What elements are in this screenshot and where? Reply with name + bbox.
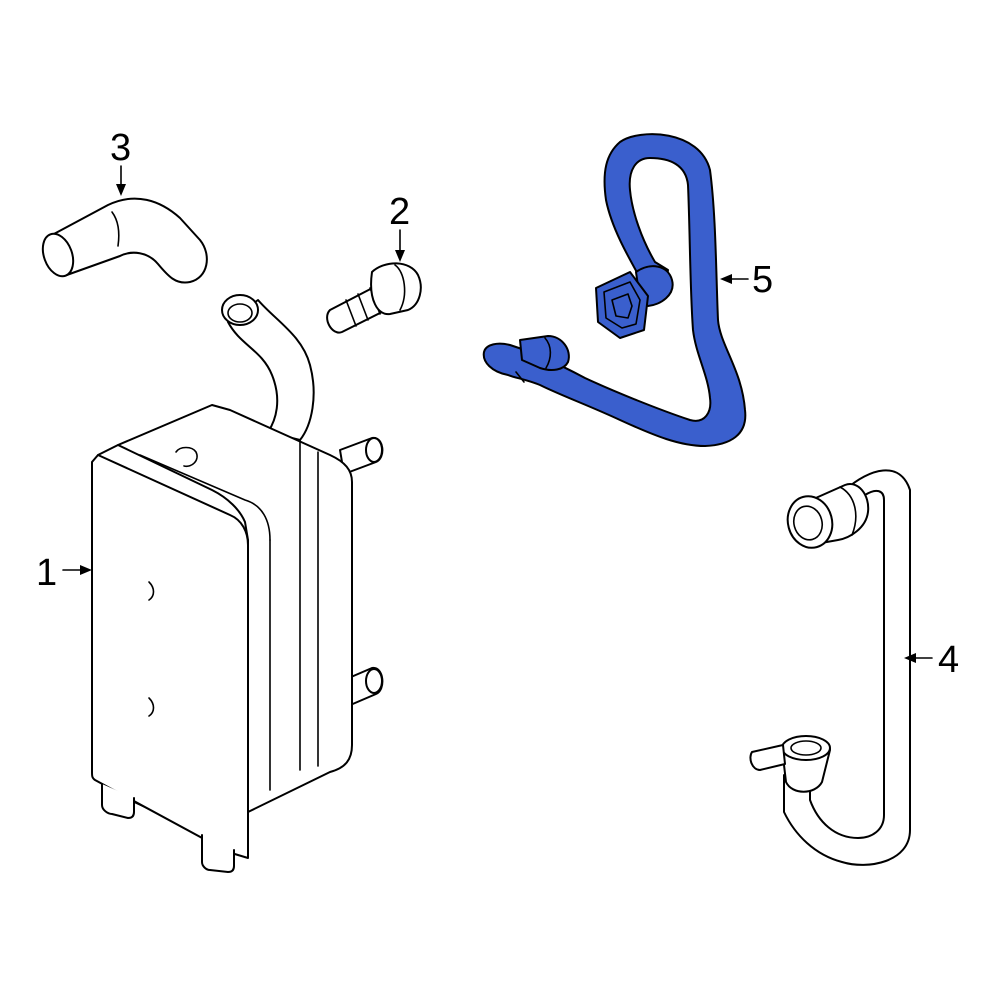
callout-2: 2 bbox=[389, 191, 410, 262]
callout-2-arrowhead bbox=[395, 250, 405, 262]
callout-1-arrowhead bbox=[80, 565, 92, 575]
callout-5-arrowhead bbox=[720, 274, 732, 284]
callout-2-label: 2 bbox=[389, 191, 410, 233]
callout-1: 1 bbox=[36, 552, 92, 594]
part-3-elbow-hose[interactable] bbox=[37, 197, 208, 284]
callout-1-label: 1 bbox=[36, 552, 57, 594]
part-5-quick-connector bbox=[595, 271, 649, 339]
callout-5: 5 bbox=[720, 259, 773, 301]
callout-3: 3 bbox=[110, 127, 131, 196]
callout-3-arrowhead bbox=[116, 184, 126, 196]
callout-4: 4 bbox=[904, 639, 959, 681]
part-5-clamp bbox=[519, 335, 570, 371]
part-4-return-hose[interactable] bbox=[749, 469, 911, 866]
part-1-oil-cooler[interactable] bbox=[91, 294, 384, 873]
callout-3-label: 3 bbox=[110, 127, 131, 169]
callout-4-arrowhead bbox=[904, 653, 916, 663]
callout-5-label: 5 bbox=[752, 259, 773, 301]
callout-4-label: 4 bbox=[938, 639, 959, 681]
part-5-oil-cooler-hose[interactable] bbox=[482, 133, 747, 447]
part-2-bolt[interactable] bbox=[326, 262, 422, 334]
